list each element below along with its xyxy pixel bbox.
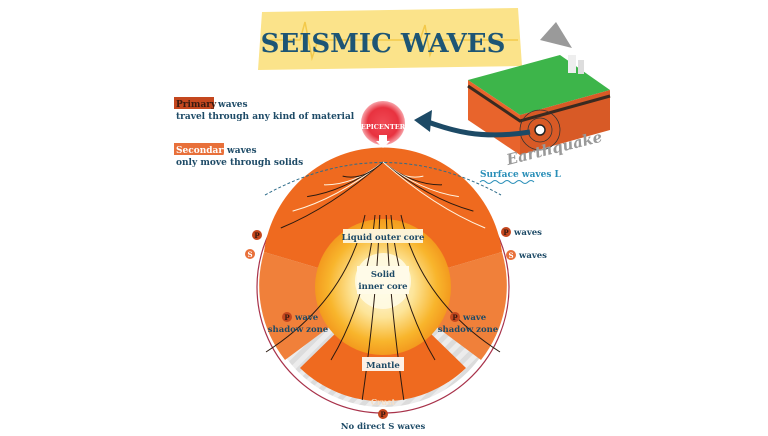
- s-badge-left: S: [247, 250, 252, 259]
- p-shadow-right-1: wave: [462, 313, 487, 323]
- secondary-tag: Secondary: [176, 146, 229, 156]
- p-badge-shadow-left: P: [284, 313, 290, 322]
- badges: P S P waves S waves P wave shadow zone P…: [245, 227, 547, 419]
- s-badge-right: S: [508, 251, 513, 260]
- primary-tag: Primary: [176, 100, 217, 110]
- epicenter-label: EPICENTER: [361, 123, 406, 131]
- s-waves-label: waves: [518, 251, 547, 261]
- wave-ray: [382, 161, 474, 212]
- mantle-label: Mantle: [366, 361, 400, 371]
- wave-ray: [382, 161, 486, 229]
- no-direct-s-waves-label: No direct S waves: [341, 422, 426, 432]
- wave-ray: [342, 161, 384, 178]
- crust-label: Crust: [371, 397, 396, 407]
- p-badge-shadow-right: P: [452, 313, 458, 322]
- p-badge-bottom: P: [380, 410, 386, 419]
- secondary-rest: waves: [226, 146, 257, 156]
- p-shadow-left-1: wave: [294, 313, 319, 323]
- earthquake-block-illustration: Earthquake: [467, 22, 611, 169]
- wave-ray: [280, 161, 384, 229]
- p-shadow-right-2: shadow zone: [438, 325, 499, 335]
- legend: Primary waves travel through any kind of…: [174, 97, 355, 168]
- p-badge-right: P: [503, 228, 509, 237]
- solid-inner-core-label-2: inner core: [358, 282, 408, 292]
- title-banner: SEISMIC WAVES: [258, 8, 522, 70]
- p-shadow-left-2: shadow zone: [268, 325, 329, 335]
- primary-rest: waves: [217, 100, 248, 110]
- hypocenter-icon: [534, 124, 546, 136]
- arrow-icon: [427, 119, 531, 138]
- page-title: SEISMIC WAVES: [261, 29, 506, 59]
- secondary-desc: only move through solids: [176, 158, 303, 168]
- p-badge-left: P: [254, 231, 260, 240]
- solid-inner-core-label-1: Solid: [371, 270, 395, 280]
- surface-waves-label: Surface waves L: [480, 170, 562, 180]
- liquid-outer-core-label: Liquid outer core: [342, 233, 425, 243]
- primary-desc: travel through any kind of material: [176, 112, 355, 122]
- p-waves-label: waves: [513, 228, 542, 238]
- epicenter-marker: [361, 101, 405, 145]
- mantle-upper: [264, 147, 502, 287]
